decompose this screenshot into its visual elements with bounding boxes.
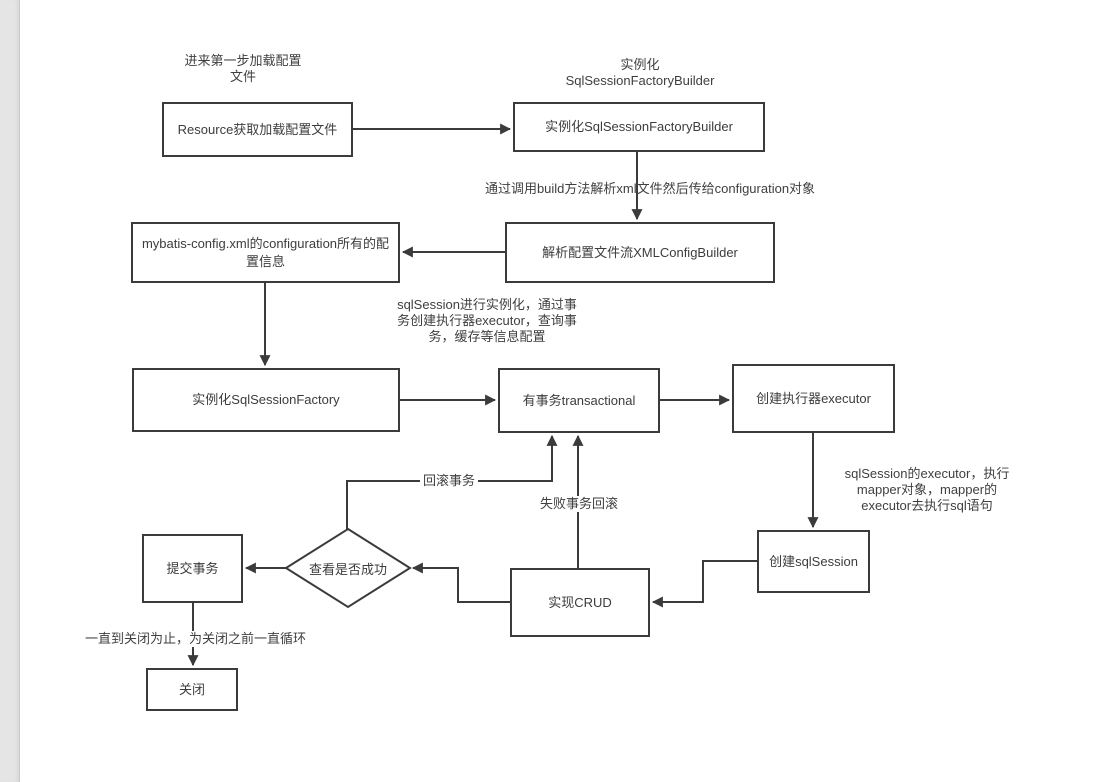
- node-check-success: 查看是否成功: [308, 561, 387, 577]
- annotation-build-method: 通过调用build方法解析xml文件然后传给configuration对象: [484, 181, 816, 196]
- annotation-fail-rollback: 失败事务回滚: [537, 496, 622, 512]
- node-resource: Resource获取加载配置文件: [162, 102, 353, 157]
- annotation-loop-until-close: 一直到关闭为止，为关闭之前一直循环: [82, 631, 310, 647]
- annotation-rollback: 回滚事务: [420, 473, 479, 489]
- annotation-sqlsession-init: sqlSession进行实例化，通过事 务创建执行器executor，查询事 务…: [397, 297, 577, 344]
- node-commit: 提交事务: [142, 534, 243, 603]
- connector-crud-to-diamond: [411, 562, 510, 603]
- decision-diamond-shape: [284, 527, 412, 609]
- node-sqlsessionfactorybuilder: 实例化SqlSessionFactoryBuilder: [513, 102, 765, 152]
- node-create-sqlsession: 创建sqlSession: [757, 530, 870, 593]
- node-executor: 创建执行器executor: [732, 364, 895, 433]
- annotation-instantiate-builder: 实例化 SqlSessionFactoryBuilder: [565, 57, 715, 88]
- annotation-executor-mapper: sqlSession的executor，执行 mapper对象，mapper的 …: [844, 466, 1010, 513]
- annotation-step1: 进来第一步加载配置 文件: [184, 53, 302, 84]
- node-sqlsessionfactory: 实例化SqlSessionFactory: [132, 368, 400, 432]
- connector-sqlsession-to-crud: [651, 560, 757, 608]
- left-gutter: [0, 0, 20, 782]
- node-mybatis-config: mybatis-config.xml的configuration所有的配置信息: [131, 222, 400, 283]
- node-xmlconfigbuilder: 解析配置文件流XMLConfigBuilder: [505, 222, 775, 283]
- node-transactional: 有事务transactional: [498, 368, 660, 433]
- node-crud: 实现CRUD: [510, 568, 650, 637]
- node-close: 关闭: [146, 668, 238, 711]
